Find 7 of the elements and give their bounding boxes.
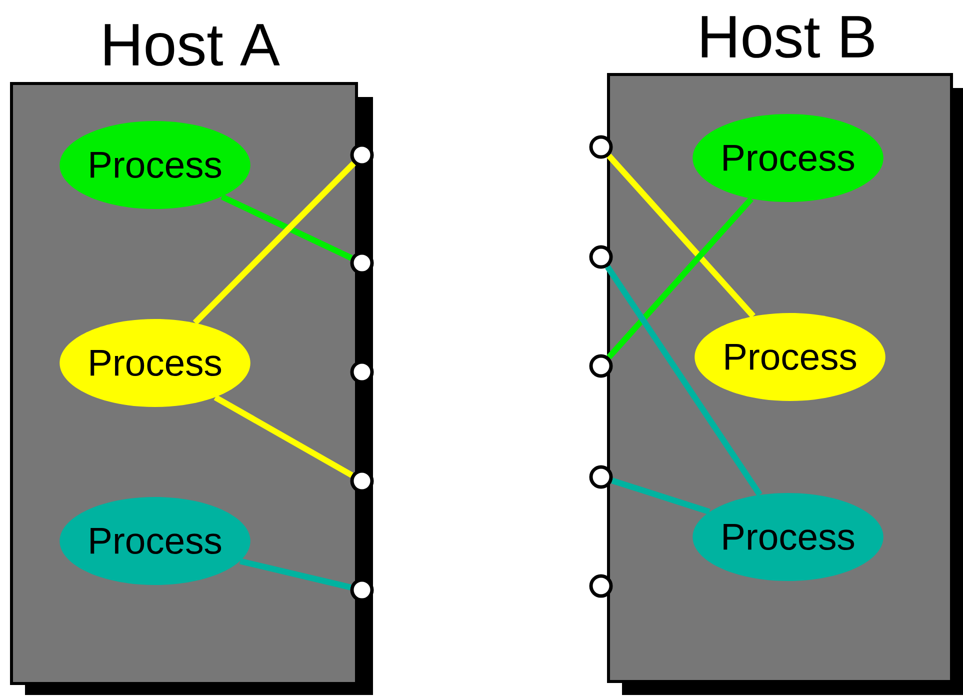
host-heading: Host B bbox=[702, 16, 874, 58]
port-circle bbox=[589, 574, 613, 598]
port-circle bbox=[589, 245, 613, 269]
port-circle bbox=[589, 135, 613, 159]
port-circle bbox=[589, 354, 613, 378]
port-circle bbox=[589, 465, 613, 489]
host-heading: Host A bbox=[104, 24, 280, 66]
